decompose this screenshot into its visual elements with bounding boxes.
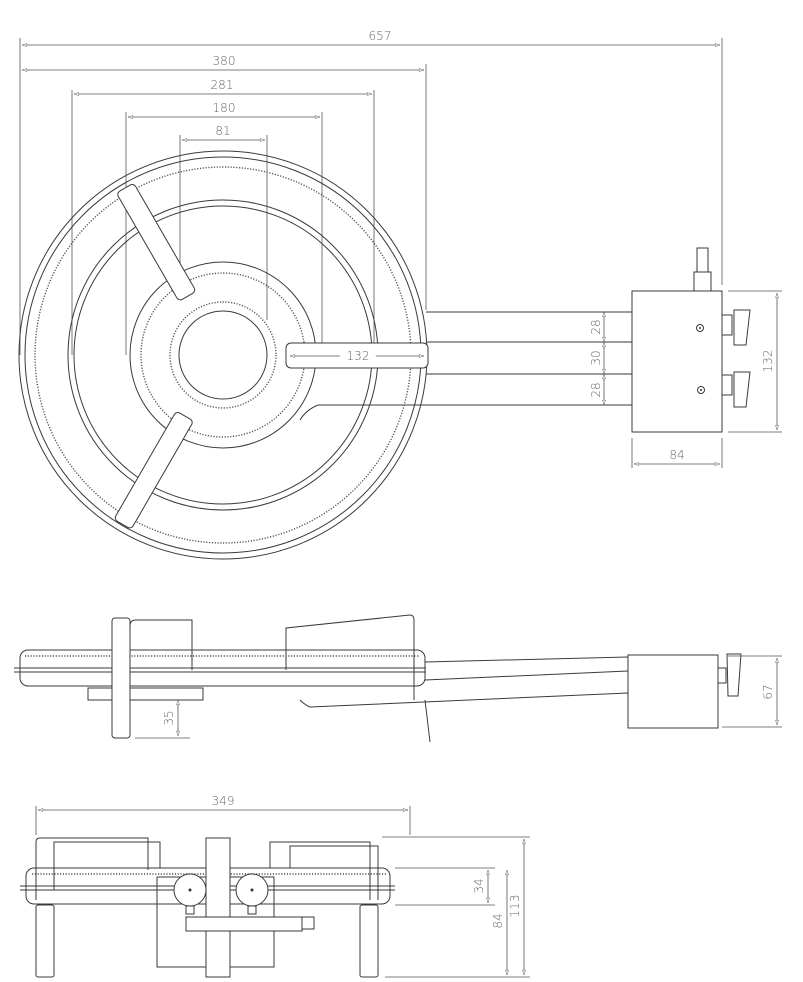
pan-support-arms: [114, 184, 196, 529]
valve-block: [631, 247, 723, 433]
dimension-valve-block-height: 132: [728, 290, 782, 433]
front-view: 349 34 84 113: [20, 794, 530, 978]
svg-text:28: 28: [589, 319, 603, 334]
svg-text:657: 657: [369, 29, 392, 43]
dimension-pipe-spacing: 28 30 28: [589, 312, 604, 405]
dimension-67: 67: [722, 655, 782, 728]
svg-text:28: 28: [589, 382, 603, 397]
svg-text:132: 132: [347, 349, 370, 363]
dimension-281: 281: [74, 78, 372, 94]
svg-text:180: 180: [213, 101, 236, 115]
dimension-349: 349: [35, 794, 411, 835]
svg-text:67: 67: [761, 684, 775, 699]
svg-text:34: 34: [472, 878, 486, 893]
svg-text:84: 84: [491, 913, 505, 928]
svg-text:84: 84: [669, 448, 684, 462]
gas-pipes: [285, 311, 632, 421]
svg-text:81: 81: [215, 124, 230, 138]
dimension-132-pipe: 132: [290, 349, 424, 363]
svg-text:380: 380: [213, 54, 236, 68]
dimension-657: 657: [22, 29, 720, 45]
dimension-34: 34: [395, 867, 495, 906]
dimension-180: 180: [128, 101, 320, 117]
svg-text:132: 132: [761, 350, 775, 373]
svg-text:349: 349: [212, 794, 235, 808]
side-view: 35 67: [14, 614, 782, 743]
svg-text:281: 281: [211, 78, 234, 92]
dimension-valve-block-width: 84: [631, 438, 723, 468]
control-knobs: [721, 309, 751, 408]
top-view: 657 380 281 180 81: [18, 29, 782, 560]
dimension-35: 35: [135, 700, 190, 739]
dimension-84: 84: [385, 870, 530, 978]
dimension-113: 113: [382, 836, 530, 975]
svg-text:30: 30: [589, 350, 603, 365]
svg-text:35: 35: [162, 710, 176, 725]
dimension-81: 81: [182, 124, 265, 140]
svg-text:113: 113: [508, 895, 522, 918]
dimension-380: 380: [22, 54, 424, 70]
